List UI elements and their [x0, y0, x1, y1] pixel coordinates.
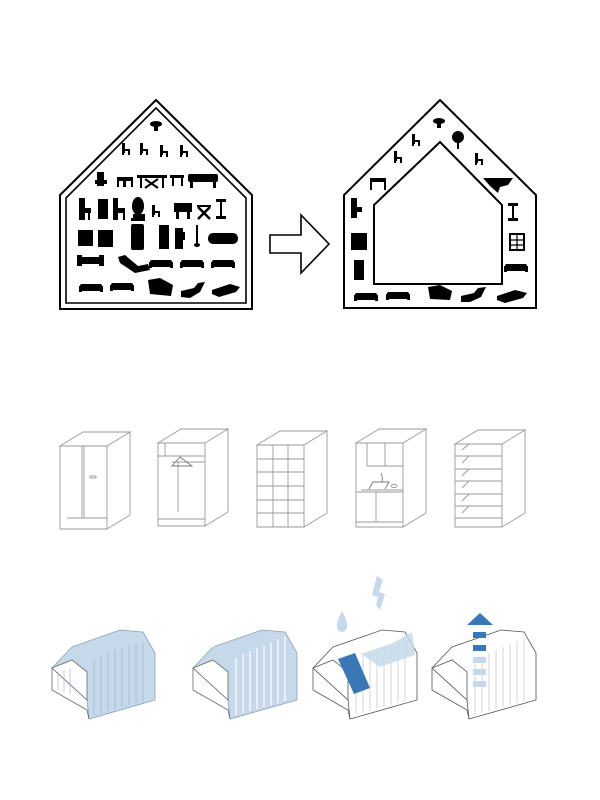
module-kitchenette	[354, 428, 428, 528]
arrow-right-icon	[269, 213, 331, 275]
furniture-silhouettes	[77, 121, 240, 298]
house-full-of-furniture	[59, 98, 253, 310]
ribbed-shell-house	[51, 629, 156, 720]
storage-modules	[58, 428, 527, 530]
module-open-wardrobe	[156, 428, 230, 527]
up-arrow-icon	[467, 613, 493, 687]
separated-ribs-house	[192, 623, 298, 720]
lightning-icon	[372, 576, 385, 610]
water-energy-house	[312, 576, 418, 720]
ventilation-house	[431, 613, 537, 720]
house-with-furniture-walls	[343, 98, 537, 309]
perimeter-furniture	[351, 118, 528, 303]
module-cubby-shelving	[255, 430, 329, 528]
water-drop-icon	[336, 611, 348, 632]
module-open-shelving	[453, 429, 527, 528]
module-wardrobe-with-door	[58, 431, 132, 530]
